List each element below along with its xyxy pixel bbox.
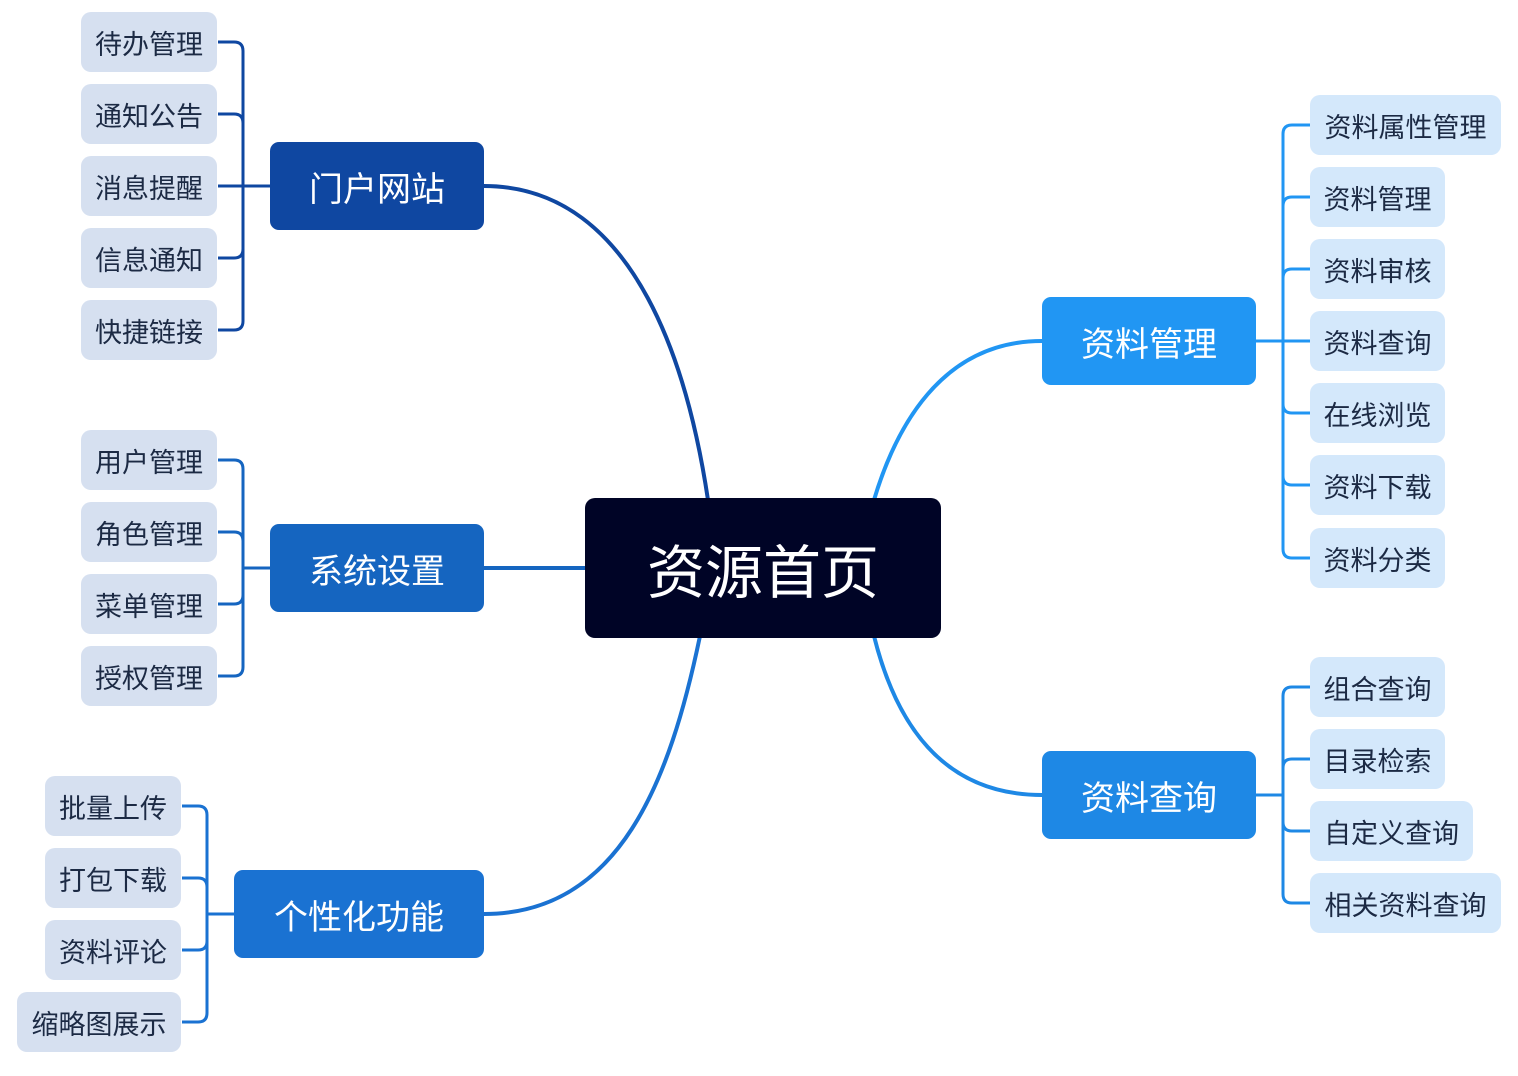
leaf-related-query[interactable]: 相关资料查询 (1310, 873, 1501, 933)
leaf-batch-upload[interactable]: 批量上传 (45, 776, 181, 836)
connector-portal (483, 184, 710, 501)
branch-data-query[interactable]: 资料查询 (1042, 751, 1256, 839)
connector-personal (483, 635, 702, 916)
leaf-quick-links[interactable]: 快捷链接 (81, 300, 217, 360)
leaf-custom-query[interactable]: 自定义查询 (1310, 801, 1473, 861)
branch-system[interactable]: 系统设置 (270, 524, 484, 612)
leaf-role-management[interactable]: 角色管理 (81, 502, 217, 562)
leaf-announcements[interactable]: 通知公告 (81, 84, 217, 144)
leaf-thumbnail-display[interactable]: 缩略图展示 (17, 992, 181, 1052)
leaf-message-reminder[interactable]: 消息提醒 (81, 156, 217, 216)
branch-portal[interactable]: 门户网站 (270, 142, 484, 230)
bracket-personal (182, 804, 234, 1024)
root-node[interactable]: 资源首页 (585, 498, 941, 638)
bracket-data-query (1256, 685, 1310, 905)
leaf-auth-management[interactable]: 授权管理 (81, 646, 217, 706)
branch-data-manage[interactable]: 资料管理 (1042, 297, 1256, 385)
leaf-data-download[interactable]: 资料下载 (1310, 455, 1445, 515)
connector-data-manage (872, 339, 1043, 501)
leaf-data-query[interactable]: 资料查询 (1310, 311, 1445, 371)
leaf-attribute-management[interactable]: 资料属性管理 (1310, 95, 1501, 155)
leaf-data-comments[interactable]: 资料评论 (45, 920, 181, 980)
leaf-package-download[interactable]: 打包下载 (45, 848, 181, 908)
leaf-data-review[interactable]: 资料审核 (1310, 239, 1445, 299)
leaf-online-browse[interactable]: 在线浏览 (1310, 383, 1445, 443)
connector-data-query (872, 635, 1043, 797)
leaf-combined-query[interactable]: 组合查询 (1310, 657, 1445, 717)
leaf-info-notice[interactable]: 信息通知 (81, 228, 217, 288)
bracket-data-manage (1256, 123, 1310, 560)
bracket-system (218, 458, 270, 678)
leaf-catalog-search[interactable]: 目录检索 (1310, 729, 1445, 789)
branch-personal[interactable]: 个性化功能 (234, 870, 484, 958)
leaf-todo-management[interactable]: 待办管理 (81, 12, 217, 72)
leaf-data-category[interactable]: 资料分类 (1310, 528, 1445, 588)
leaf-user-management[interactable]: 用户管理 (81, 430, 217, 490)
leaf-data-management[interactable]: 资料管理 (1310, 167, 1445, 227)
leaf-menu-management[interactable]: 菜单管理 (81, 574, 217, 634)
bracket-portal (218, 40, 270, 332)
